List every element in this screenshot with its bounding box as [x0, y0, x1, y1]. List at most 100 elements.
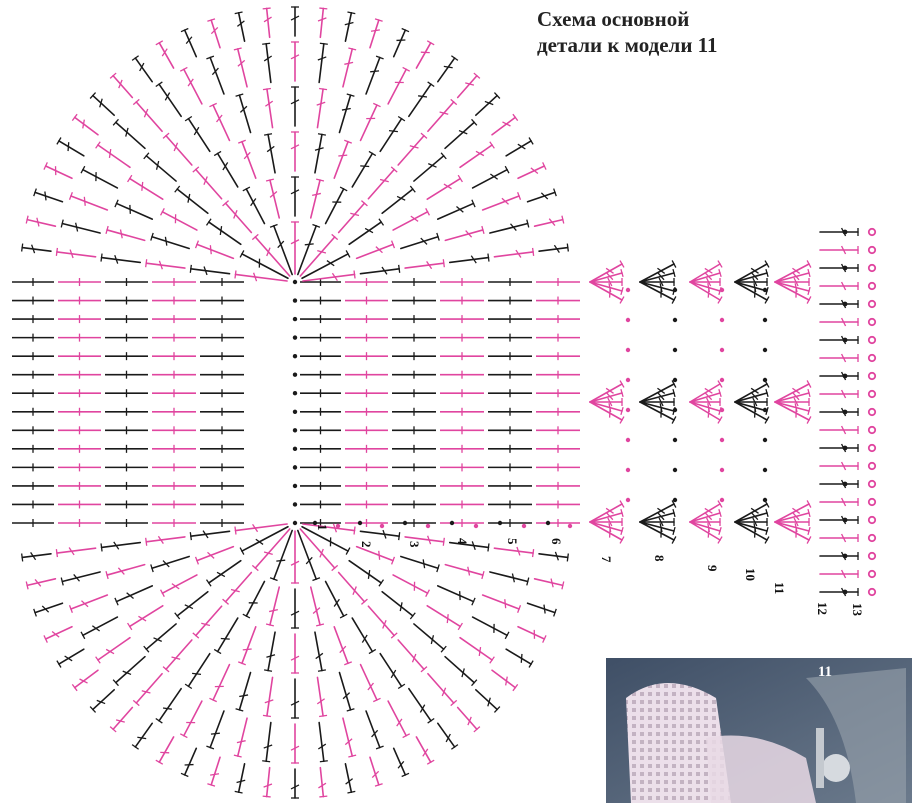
stitch [639, 272, 675, 283]
stitch [689, 401, 721, 412]
stitch [207, 221, 242, 246]
stitch [355, 545, 394, 562]
stitch-cap [528, 137, 534, 145]
stitch-cap [43, 162, 48, 170]
stitch-cap [345, 250, 351, 258]
stitch-cap [162, 666, 170, 673]
stitch [165, 134, 193, 166]
stitch-cap [390, 556, 396, 565]
stitch-cap [409, 612, 416, 620]
stitch-bar [164, 236, 168, 246]
stitch [471, 168, 508, 189]
stitch-bar [658, 397, 664, 407]
stitch [115, 202, 154, 220]
stitch-bar [465, 230, 473, 238]
stitch-cap [319, 42, 328, 45]
stitch-bar [470, 255, 477, 264]
row-number-label: 7 [599, 556, 614, 563]
stitch-cap [451, 744, 459, 750]
stitch-bar [192, 672, 202, 676]
stitch-bar [792, 512, 800, 521]
stitch-bar [210, 773, 220, 776]
stitch-cap [671, 416, 677, 424]
chain-dot [672, 437, 678, 443]
stitch-cap [512, 113, 519, 121]
stitch [459, 144, 493, 169]
stitch-cap [401, 27, 410, 33]
stitch-bar [202, 530, 209, 539]
stitch-bar [411, 653, 417, 663]
stitch [224, 202, 253, 234]
stitch [734, 281, 768, 292]
stitch-bar [465, 82, 475, 86]
stitch [400, 555, 439, 570]
stitch-cap [378, 579, 385, 587]
stitch-bar [364, 227, 374, 234]
stitch [689, 521, 721, 532]
stitch-cap [765, 526, 769, 536]
stitch [44, 625, 73, 640]
stitch [318, 721, 325, 763]
stitch-bar [419, 704, 426, 713]
stitch-cap [542, 635, 547, 643]
stitch-bar [840, 497, 847, 507]
stitch-cap [179, 66, 188, 72]
stitch-bar [263, 16, 272, 23]
stitch [241, 525, 289, 552]
stitch [491, 669, 517, 689]
stitch-cap [361, 598, 368, 605]
stitch [379, 652, 403, 688]
chain-dot [292, 316, 298, 322]
picot [867, 443, 877, 453]
picot [867, 515, 877, 525]
stitch-cap [194, 240, 200, 249]
stitch [533, 218, 564, 227]
stitch [316, 88, 324, 129]
stitch-bar [222, 162, 229, 171]
stitch [408, 687, 432, 722]
stitch-cap [131, 55, 139, 61]
stitch-cap [265, 623, 274, 627]
chain-dot [842, 229, 848, 235]
stitch-cap [179, 733, 188, 739]
stitch-bar [428, 163, 437, 168]
stitch-cap [427, 717, 435, 724]
picot [867, 569, 877, 579]
stitch-bar [344, 61, 354, 65]
stitch [73, 116, 99, 136]
stitch-bar [126, 592, 134, 599]
stitch [299, 528, 336, 569]
stitch-bar [117, 567, 125, 575]
stitch-cap [184, 683, 193, 690]
stitch [774, 281, 810, 301]
stitch-bar [792, 507, 801, 514]
chain-dot [842, 589, 848, 595]
stitch [100, 541, 142, 549]
chain-dot [292, 465, 298, 470]
chain-dot [672, 377, 678, 383]
stitch-cap [346, 93, 355, 97]
stitch-bar [203, 266, 208, 276]
stitch-cap [132, 699, 140, 707]
stitch-bar [751, 392, 759, 401]
stitch-cap [209, 697, 217, 703]
stitch-cap [242, 613, 251, 619]
stitch-bar [840, 569, 847, 579]
stitch-cap [553, 608, 557, 617]
row-number-label: 6 [549, 538, 564, 545]
picot [867, 281, 877, 291]
stitch-cap [619, 296, 625, 304]
stitch-bar [263, 783, 273, 788]
stitch [342, 48, 354, 88]
stitch-cap [807, 508, 811, 518]
stitch-bar [553, 244, 560, 253]
stitch [272, 225, 293, 276]
stitch-bar [399, 602, 403, 612]
stitch-bar [137, 736, 147, 740]
stitch-bar [67, 142, 70, 152]
stitch [774, 521, 810, 541]
picot [867, 299, 877, 309]
stitch [301, 525, 349, 552]
stitch-cap [420, 132, 428, 139]
chain-dot [762, 497, 768, 503]
